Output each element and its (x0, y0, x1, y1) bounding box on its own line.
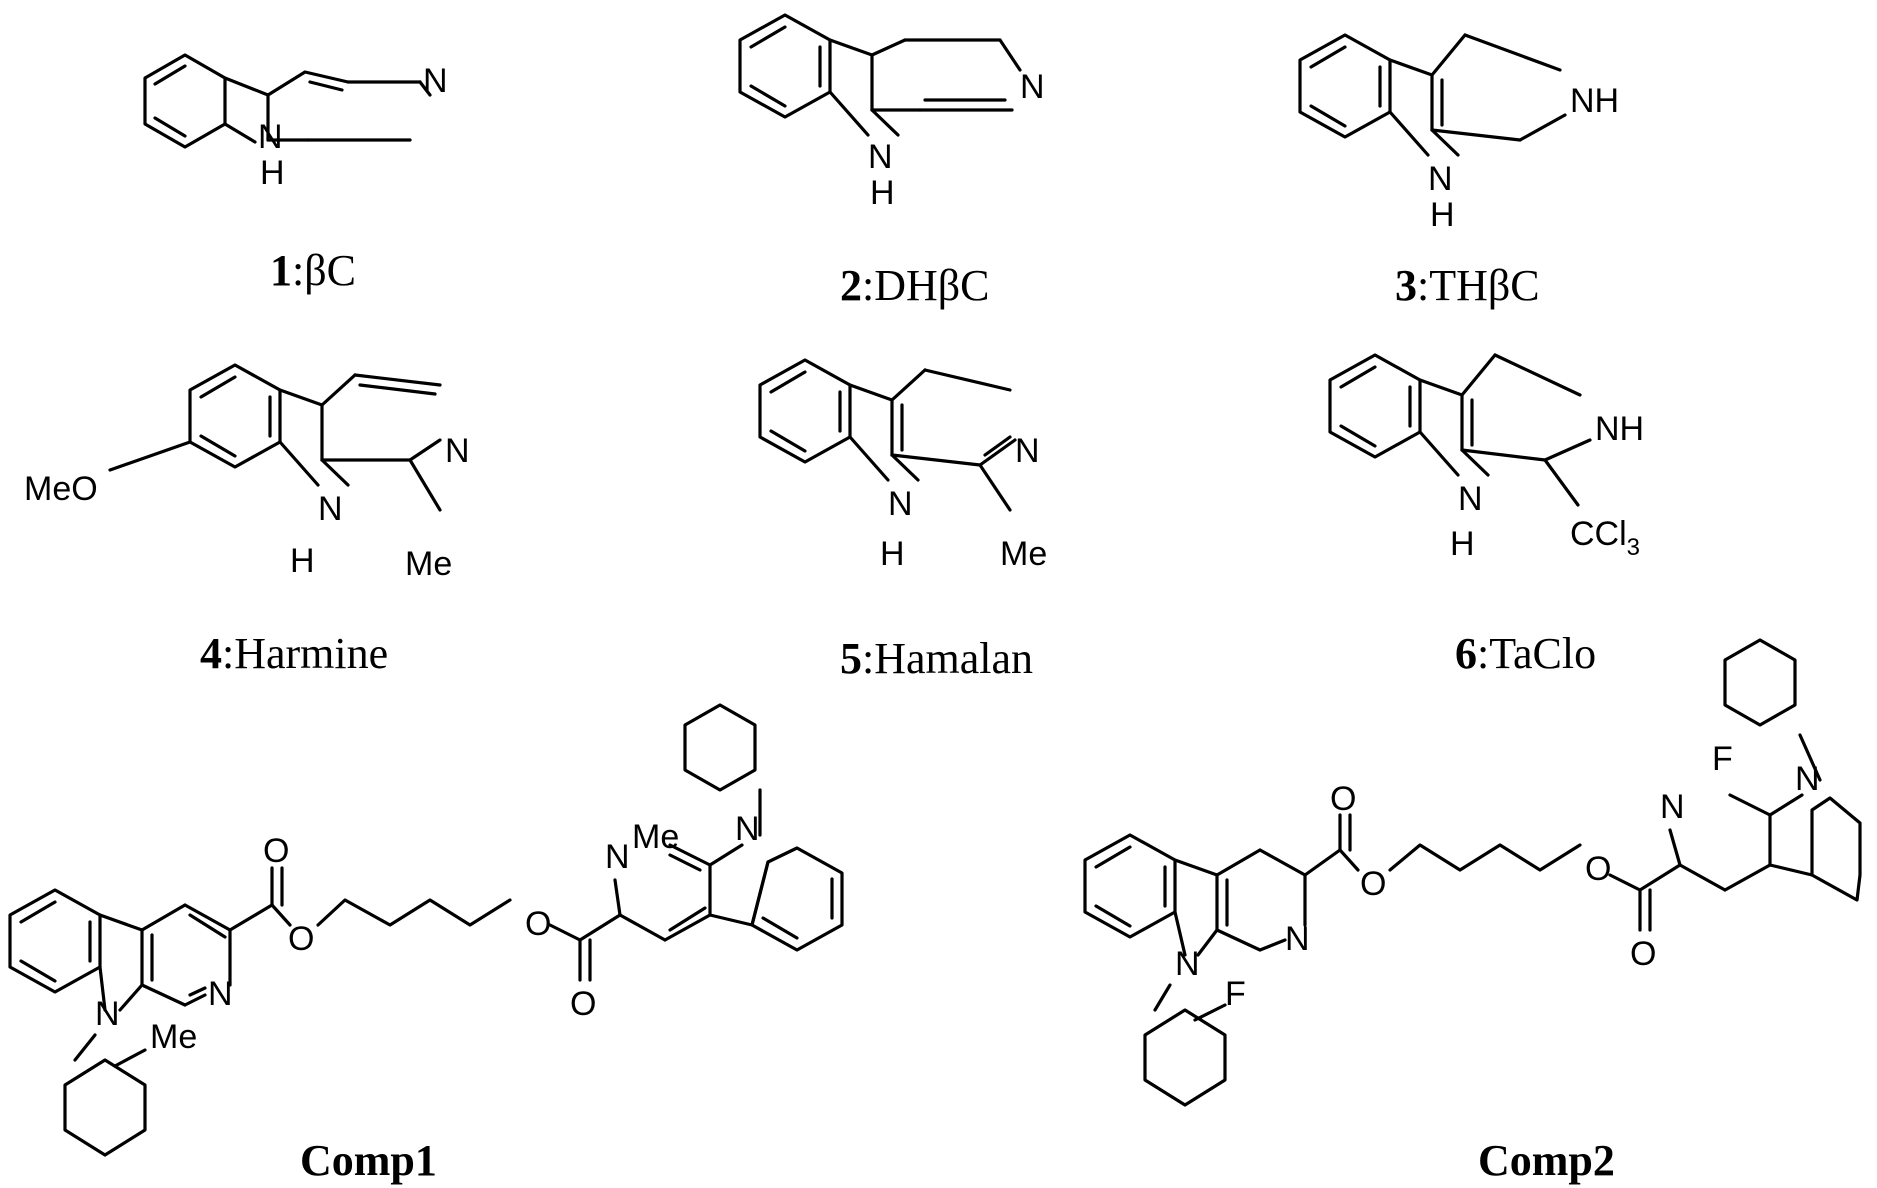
n-atom: N (1428, 160, 1453, 198)
structure-4: N N H MeO Me (24, 363, 470, 583)
n-atom: N (423, 62, 448, 100)
n-atom: N (445, 432, 470, 470)
caption-1: 1:βC (270, 246, 356, 295)
n-atom: N (258, 118, 283, 156)
nh-group: NH (1570, 82, 1619, 120)
methyl-group: Me (150, 1018, 197, 1056)
h-atom: H (1450, 525, 1475, 563)
methoxy-group: MeO (24, 470, 98, 508)
caption-4: 4:Harmine (200, 629, 388, 678)
n-atom: N (1795, 760, 1820, 798)
n-atom: N (1458, 480, 1483, 518)
n-atom: N (605, 838, 630, 876)
n-atom: N (735, 810, 760, 848)
h-atom: H (1430, 196, 1455, 234)
n-atom: N (95, 995, 120, 1033)
structure-comp2: N N O O O O N N F F (1083, 638, 1862, 1107)
oxygen-atom: O (1630, 935, 1656, 973)
n-atom: N (208, 975, 233, 1013)
caption-6: 6:TaClo (1455, 629, 1596, 678)
captions: 1:βC 2:DHβC 3:THβC 4:Harmine 5:Hamalan 6… (200, 246, 1615, 1185)
h-atom: H (880, 535, 905, 573)
methyl-group: Me (632, 818, 679, 856)
n-atom: N (1660, 788, 1685, 826)
structure-5: N N H Me (758, 358, 1047, 573)
nh-group: NH (1595, 410, 1644, 448)
caption-5: 5:Hamalan (840, 634, 1033, 683)
n-atom: N (318, 490, 343, 528)
methyl-group: Me (1000, 535, 1047, 573)
oxygen-atom: O (288, 920, 314, 958)
fluoro-atom: F (1712, 740, 1733, 778)
caption-comp1: Comp1 (300, 1136, 437, 1185)
oxygen-atom: O (263, 832, 289, 870)
oxygen-atom: O (570, 985, 596, 1023)
h-atom: H (260, 154, 285, 192)
oxygen-atom: O (1360, 865, 1386, 903)
caption-comp2: Comp2 (1478, 1136, 1615, 1185)
n-atom: N (888, 485, 913, 523)
caption-3: 3:THβC (1395, 261, 1540, 310)
methyl-group: Me (405, 545, 452, 583)
n-atom: N (868, 138, 893, 176)
oxygen-atom: O (1330, 780, 1356, 818)
structure-comp1: N N O O O O N N Me (8, 703, 844, 1157)
h-atom: H (290, 542, 315, 580)
fluoro-atom: F (1225, 975, 1246, 1013)
structure-3: NH N H (1298, 33, 1619, 234)
caption-2: 2:DHβC (840, 261, 990, 310)
n-atom: N (1015, 432, 1040, 470)
structure-6: NH N H CCl3 (1328, 353, 1644, 563)
structure-1: N N H (143, 53, 448, 192)
structure-2: N N H (738, 13, 1045, 212)
n-atom: N (1020, 68, 1045, 106)
n-atom: N (1285, 920, 1310, 958)
n-atom: N (1175, 945, 1200, 983)
trichloromethyl-group: CCl3 (1570, 515, 1640, 561)
h-atom: H (870, 174, 895, 212)
oxygen-atom: O (525, 905, 551, 943)
oxygen-atom: O (1585, 850, 1611, 888)
